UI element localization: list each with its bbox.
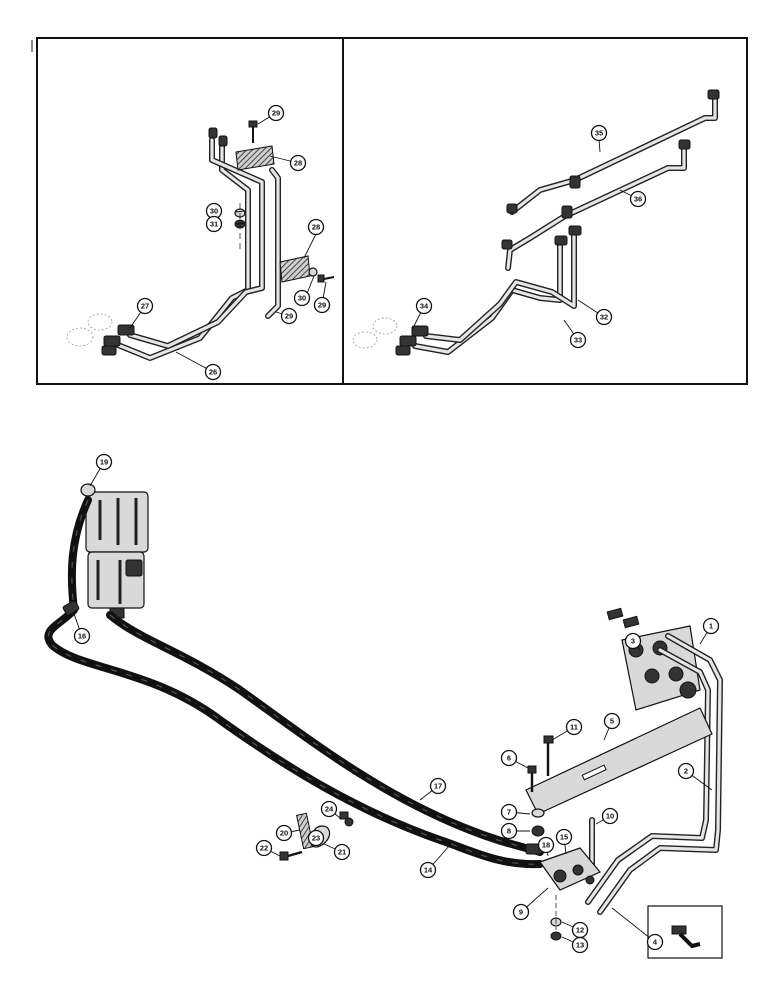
svg-text:13: 13 bbox=[576, 941, 584, 950]
svg-text:27: 27 bbox=[141, 302, 149, 311]
callout-14: 14 bbox=[419, 861, 437, 879]
svg-text:11: 11 bbox=[570, 723, 578, 732]
callout-2: 2 bbox=[677, 762, 695, 780]
svg-text:14: 14 bbox=[424, 866, 433, 875]
svg-text:15: 15 bbox=[560, 833, 568, 842]
svg-text:2: 2 bbox=[684, 767, 688, 776]
svg-text:29: 29 bbox=[318, 301, 326, 310]
control-valve bbox=[606, 607, 701, 711]
callout-16: 16 bbox=[73, 627, 91, 645]
svg-text:6: 6 bbox=[507, 754, 511, 763]
callout-23: 23 bbox=[307, 829, 325, 847]
bolt-6 bbox=[527, 765, 537, 792]
clamp-lower bbox=[279, 255, 311, 283]
svg-text:22: 22 bbox=[260, 844, 268, 853]
svg-text:28: 28 bbox=[294, 159, 302, 168]
svg-text:16: 16 bbox=[78, 632, 86, 641]
callout-6: 6 bbox=[500, 749, 518, 767]
svg-text:7: 7 bbox=[507, 808, 511, 817]
bolt-22 bbox=[279, 850, 303, 861]
callout-4: 4 bbox=[646, 933, 664, 951]
svg-text:26: 26 bbox=[209, 368, 217, 377]
svg-text:1: 1 bbox=[709, 622, 713, 631]
svg-text:19: 19 bbox=[100, 458, 108, 467]
svg-text:4: 4 bbox=[653, 938, 658, 947]
fittings-27 bbox=[101, 324, 135, 356]
callout-30-lower: 30 bbox=[293, 289, 311, 307]
svg-text:33: 33 bbox=[574, 336, 582, 345]
fitting-inset bbox=[647, 905, 723, 959]
callout-20: 20 bbox=[275, 824, 293, 842]
svg-text:12: 12 bbox=[576, 926, 584, 935]
svg-text:18: 18 bbox=[542, 841, 550, 850]
callout-9: 9 bbox=[512, 903, 530, 921]
svg-text:34: 34 bbox=[420, 302, 429, 311]
inset-frame bbox=[36, 37, 748, 385]
callout-36: 36 bbox=[629, 190, 647, 208]
callout-11: 11 bbox=[565, 718, 583, 736]
callout-31: 31 bbox=[205, 215, 223, 233]
bolt-29-lower bbox=[317, 274, 335, 283]
cylinder-assembly bbox=[80, 483, 149, 619]
svg-text:10: 10 bbox=[606, 812, 614, 821]
callout-8: 8 bbox=[500, 822, 518, 840]
coupler-block bbox=[539, 847, 601, 891]
svg-text:29: 29 bbox=[285, 312, 293, 321]
callout-26: 26 bbox=[204, 363, 222, 381]
bracket bbox=[525, 707, 713, 815]
callout-28-lower: 28 bbox=[307, 218, 325, 236]
tubes-1-2 bbox=[585, 633, 723, 915]
svg-text:32: 32 bbox=[600, 313, 608, 322]
callout-7: 7 bbox=[500, 803, 518, 821]
callout-labels: 29 28 30 31 28 30 29 29 27 26 35 36 34 3… bbox=[73, 104, 720, 954]
svg-text:5: 5 bbox=[610, 717, 614, 726]
callout-1: 1 bbox=[702, 617, 720, 635]
callout-34: 34 bbox=[415, 297, 433, 315]
svg-text:31: 31 bbox=[210, 220, 218, 229]
svg-text:24: 24 bbox=[325, 805, 334, 814]
callout-22: 22 bbox=[255, 839, 273, 857]
svg-text:21: 21 bbox=[338, 848, 346, 857]
callout-32: 32 bbox=[595, 308, 613, 326]
svg-text:30: 30 bbox=[298, 294, 306, 303]
callout-12: 12 bbox=[571, 921, 589, 939]
bolt-29-top bbox=[248, 120, 258, 143]
callout-10: 10 bbox=[601, 807, 619, 825]
callout-19: 19 bbox=[95, 453, 113, 471]
svg-text:17: 17 bbox=[434, 782, 442, 791]
callout-29: 29 bbox=[267, 104, 285, 122]
svg-text:9: 9 bbox=[519, 908, 523, 917]
svg-text:29: 29 bbox=[272, 109, 280, 118]
callout-28: 28 bbox=[289, 154, 307, 172]
callout-29-lower: 29 bbox=[313, 296, 331, 314]
svg-text:3: 3 bbox=[631, 637, 635, 646]
callout-13: 13 bbox=[571, 936, 589, 954]
svg-text:23: 23 bbox=[312, 834, 320, 843]
svg-text:30: 30 bbox=[210, 207, 218, 216]
callout-33: 33 bbox=[569, 331, 587, 349]
callout-3: 3 bbox=[624, 632, 642, 650]
left-inset-tubes bbox=[66, 120, 335, 361]
clamp-top bbox=[235, 145, 275, 171]
inset-panels bbox=[31, 37, 748, 385]
bolt-11 bbox=[543, 735, 554, 776]
callout-17: 17 bbox=[429, 777, 447, 795]
right-inset-tubes bbox=[352, 89, 720, 356]
callout-35: 35 bbox=[590, 124, 608, 142]
callout-24: 24 bbox=[320, 800, 338, 818]
hydraulic-hoses bbox=[44, 496, 544, 869]
callout-27: 27 bbox=[136, 297, 154, 315]
callout-21: 21 bbox=[333, 843, 351, 861]
svg-text:35: 35 bbox=[595, 129, 603, 138]
callout-18: 18 bbox=[537, 836, 555, 854]
callout-5: 5 bbox=[603, 712, 621, 730]
svg-text:36: 36 bbox=[634, 195, 642, 204]
svg-text:8: 8 bbox=[507, 827, 511, 836]
svg-text:28: 28 bbox=[312, 223, 320, 232]
fittings-34 bbox=[395, 325, 429, 356]
callout-29-tube: 29 bbox=[280, 307, 298, 325]
svg-text:20: 20 bbox=[280, 829, 288, 838]
callout-15: 15 bbox=[555, 828, 573, 846]
